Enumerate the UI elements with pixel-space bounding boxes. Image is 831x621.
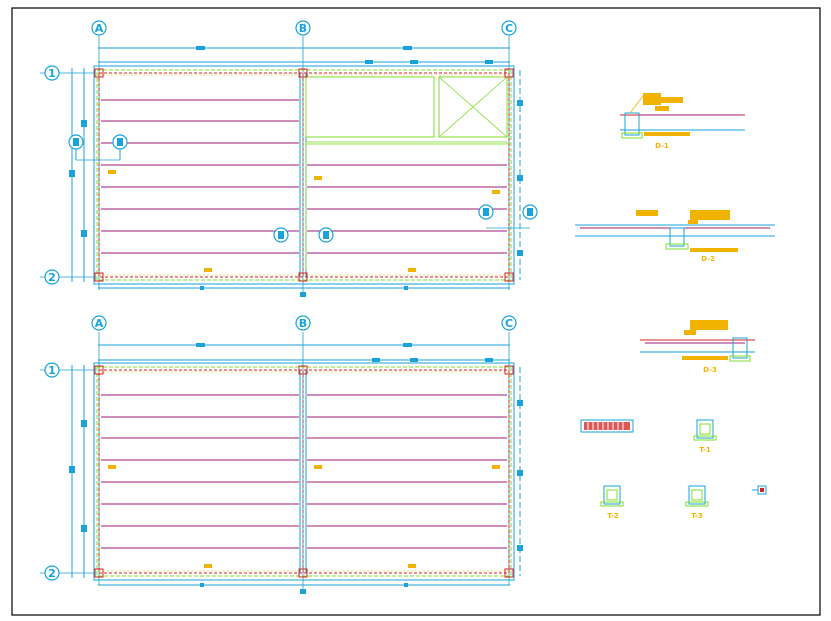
svg-text:1: 1	[48, 67, 56, 80]
detail-d1: D-1	[620, 93, 745, 150]
beams-left-bay-bottom	[101, 394, 299, 549]
svg-text:T-2: T-2	[607, 512, 619, 520]
beams-right-bay-top	[307, 164, 507, 254]
section-marker-right-2	[486, 204, 538, 229]
section-marker-mid-1	[273, 227, 289, 243]
svg-text:D-3: D-3	[703, 366, 717, 374]
beams-right-bay-bottom	[307, 394, 507, 549]
svg-text:A: A	[95, 22, 104, 35]
opening-room	[305, 76, 435, 138]
detail-d3: D-3	[640, 320, 755, 374]
detail-d2: D-2	[575, 210, 775, 263]
svg-text:C: C	[505, 317, 513, 330]
plan-bottom: A B C 1 2	[40, 315, 523, 594]
svg-text:2: 2	[48, 271, 56, 284]
detail-wall-strip	[580, 419, 634, 433]
grid-bubble-row-1-bottom: 1	[44, 362, 60, 378]
section-marker-left-1	[68, 134, 120, 161]
detail-t3: T-3	[685, 485, 709, 520]
section-marker-left-2	[112, 134, 128, 160]
grid-bubble-row-2-bottom: 2	[44, 565, 60, 581]
detail-t2: T-2	[600, 485, 624, 520]
plan-top: A B C 1 2	[40, 20, 538, 297]
svg-text:B: B	[299, 317, 307, 330]
svg-text:1: 1	[48, 364, 56, 377]
svg-text:A: A	[95, 317, 104, 330]
grid-bubble-col-c-top: C	[501, 20, 517, 36]
grid-bubble-col-c-bottom: C	[501, 315, 517, 331]
svg-text:B: B	[299, 22, 307, 35]
grid-bubble-col-a-top: A	[91, 20, 107, 36]
svg-text:T-1: T-1	[699, 446, 711, 454]
grid-bubble-col-b-bottom: B	[295, 315, 311, 331]
svg-text:D-2: D-2	[701, 255, 715, 263]
grid-bubble-col-a-bottom: A	[91, 315, 107, 331]
detail-t1: T-1	[693, 419, 717, 454]
sheet-border	[11, 7, 821, 616]
grid-bubble-row-2-top: 2	[44, 269, 60, 285]
svg-text:2: 2	[48, 567, 56, 580]
section-marker-mid-2	[318, 227, 334, 243]
beams-left-bay-top	[101, 99, 299, 254]
opening-shaft	[438, 76, 508, 138]
svg-text:T-3: T-3	[691, 512, 703, 520]
section-marker-right-1	[478, 204, 494, 220]
detail-small-mark	[752, 485, 767, 495]
grid-bubble-row-1-top: 1	[44, 65, 60, 81]
grid-bubble-col-b-top: B	[295, 20, 311, 36]
svg-text:D-1: D-1	[655, 142, 669, 150]
svg-text:C: C	[505, 22, 513, 35]
